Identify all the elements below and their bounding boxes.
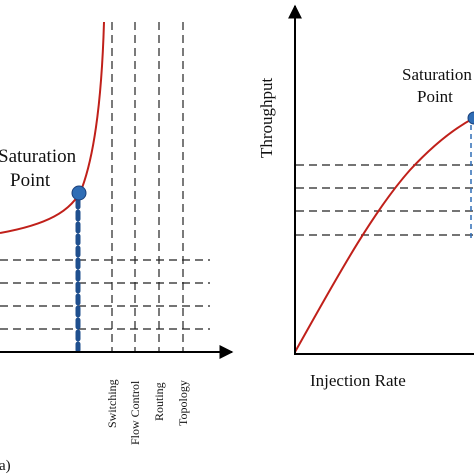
left-label-topology: Topology bbox=[176, 380, 190, 426]
right-throughput-curve bbox=[294, 117, 474, 353]
left-label-switching: Switching bbox=[105, 379, 119, 428]
right-saturation-point bbox=[467, 111, 474, 125]
left-annotation-line1: Saturation bbox=[0, 146, 77, 167]
right-horizontal-dashes bbox=[296, 164, 474, 236]
left-vertical-dashes bbox=[111, 22, 184, 352]
left-horizontal-dashes bbox=[0, 259, 210, 330]
right-annotation-line1: Saturation bbox=[402, 65, 472, 84]
right-y-axis-label: Throughput bbox=[257, 77, 276, 158]
left-chart: Saturation Point Switching Flow Control … bbox=[0, 21, 234, 474]
right-chart: Saturation Point Throughput Injection Ra… bbox=[257, 4, 474, 390]
panel-label: (a) bbox=[0, 458, 11, 474]
left-annotation-line2: Point bbox=[10, 170, 51, 191]
right-annotation-line2: Point bbox=[417, 87, 453, 106]
left-latency-curve bbox=[0, 21, 105, 234]
left-saturation-point bbox=[71, 185, 87, 201]
right-x-axis-label: Injection Rate bbox=[310, 371, 406, 390]
left-label-routing: Routing bbox=[152, 382, 166, 421]
left-label-flow-control: Flow Control bbox=[128, 380, 142, 445]
